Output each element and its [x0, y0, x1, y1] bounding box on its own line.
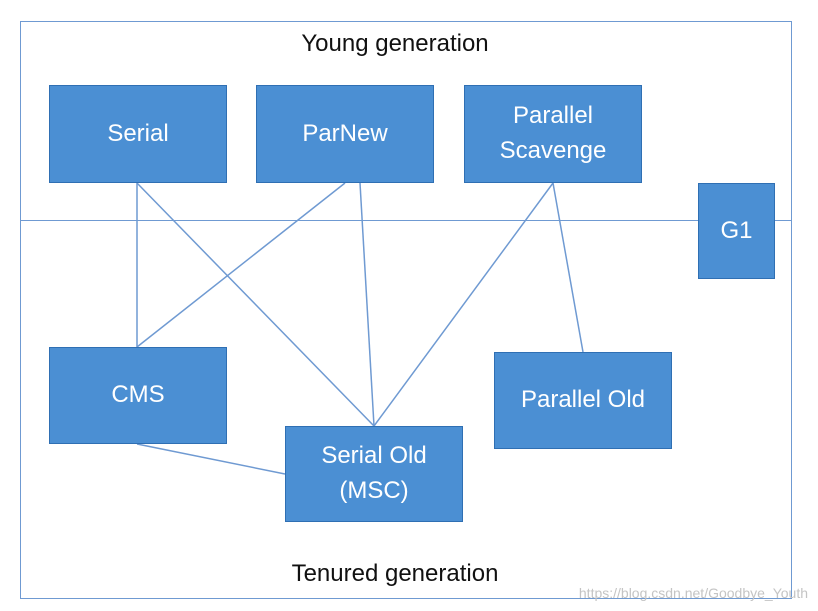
connector-parallel-scavenge-serial-old: [373, 182, 554, 427]
watermark-text: https://blog.csdn.net/Goodbye_Youth: [578, 585, 808, 601]
connector-parnew-serial-old: [359, 182, 375, 427]
young-generation-label: Young generation: [301, 30, 489, 57]
parnew-collector-box: ParNew: [256, 85, 434, 183]
generation-divider: [20, 220, 792, 221]
parallel-scavenge-collector-box: Parallel Scavenge: [464, 85, 642, 183]
connector-parallel-scavenge-parallel-old: [552, 182, 584, 353]
connector-parnew-cms: [136, 182, 346, 348]
cms-collector-box: CMS: [49, 347, 227, 444]
tenured-generation-label: Tenured generation: [291, 560, 499, 587]
serial-old-collector-box: Serial Old (MSC): [285, 426, 463, 522]
diagram-frame: [20, 21, 792, 599]
connector-cms-serial-old: [136, 443, 286, 475]
parallel-old-collector-box: Parallel Old: [494, 352, 672, 449]
serial-collector-box: Serial: [49, 85, 227, 183]
g1-collector-box: G1: [698, 183, 775, 279]
connector-serial-serial-old: [136, 182, 375, 427]
